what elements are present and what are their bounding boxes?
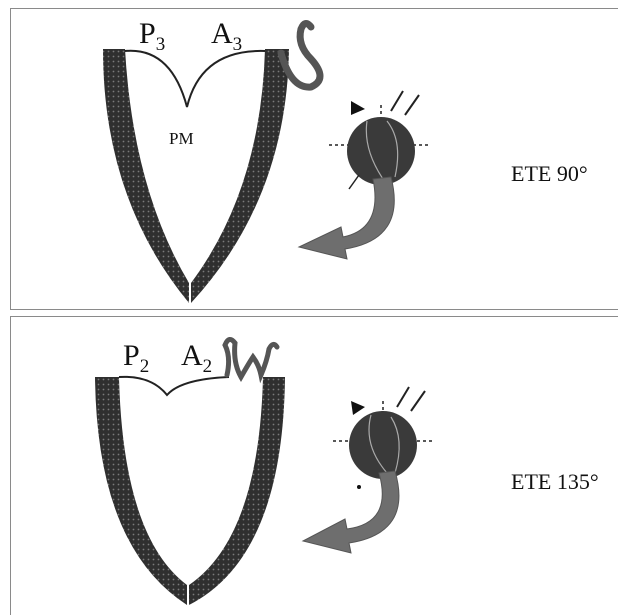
mitral-leaflets [125, 51, 265, 107]
leaflet-prolapse [225, 339, 277, 377]
leaflet-label-posterior: P3 [139, 19, 165, 53]
leaflet-label-anterior: A2 [181, 341, 212, 375]
ventricle-right-wall [191, 49, 289, 303]
ventricle-left-wall [103, 49, 189, 303]
panel-ete-135: P2 A2 ETE 135° [10, 316, 618, 615]
ventricle-right-wall [189, 377, 285, 605]
mitral-leaflets [119, 377, 229, 395]
leaflet-label-posterior: P2 [123, 341, 149, 375]
heart-diagram-90 [11, 9, 618, 311]
ventricle-left-wall [95, 377, 187, 605]
view-angle-label: ETE 135° [511, 469, 599, 495]
rotation-arrow [299, 177, 394, 259]
view-angle-label: ETE 90° [511, 161, 588, 187]
panel-ete-90: P3 A3 PM ETE 90° [10, 8, 618, 310]
probe-icon [329, 91, 431, 189]
heart-diagram-135 [11, 317, 618, 616]
rotation-arrow [303, 471, 399, 553]
leaflet-label-anterior: A3 [211, 19, 242, 53]
papillary-muscle-label: PM [169, 129, 194, 149]
